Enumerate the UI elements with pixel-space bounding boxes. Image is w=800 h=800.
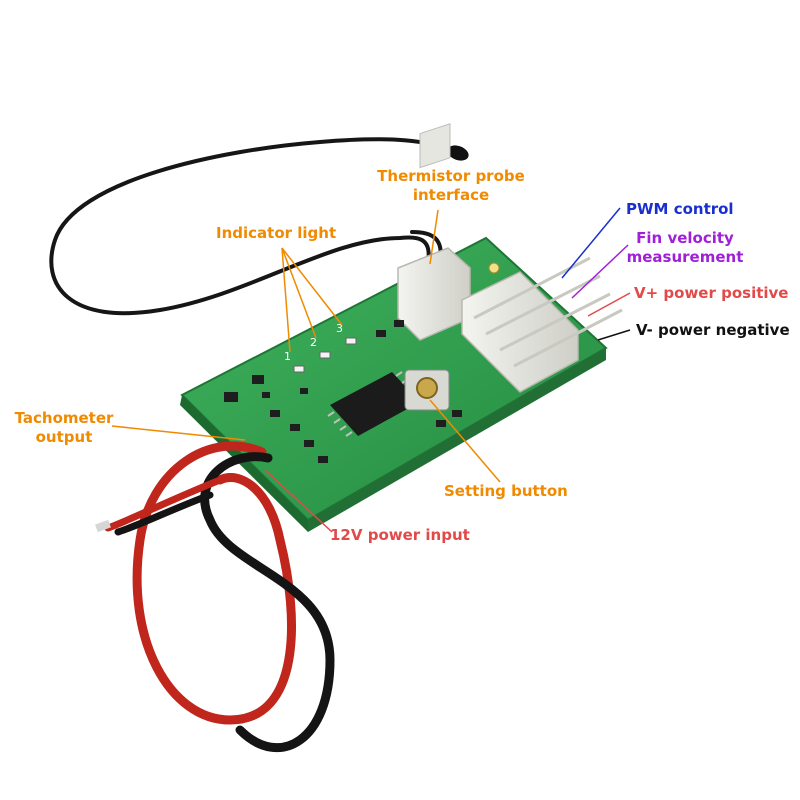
label-power-input: 12V power input (330, 526, 470, 544)
label-vplus: V+ power positive (634, 284, 789, 302)
led-1 (293, 365, 305, 373)
power-wire-red (132, 441, 296, 725)
label-tach-line1: Tachometer (14, 409, 114, 427)
label-thermistor-line1: Thermistor probe (377, 167, 525, 185)
line-indicator-2 (281, 247, 317, 339)
label-indicator-light: Indicator light (216, 224, 337, 242)
led-number-2: 2 (310, 336, 317, 349)
setting-button[interactable] (404, 369, 450, 411)
pcb-hole (488, 262, 500, 274)
label-fin-line1: Fin velocity (636, 229, 734, 247)
label-tachometer: Tachometer output (10, 409, 118, 447)
line-power (264, 469, 333, 533)
thermistor-connector (397, 123, 471, 341)
indicator-leds: 1 2 3 (284, 322, 357, 373)
power-wire-red-tail (104, 476, 224, 532)
led-3 (345, 337, 357, 345)
label-fin-line2: measurement (626, 248, 744, 266)
fan-header (461, 256, 623, 393)
wire-tip (95, 519, 111, 533)
led-2 (319, 351, 331, 359)
line-vplus (587, 292, 631, 317)
label-setting-button: Setting button (444, 482, 568, 500)
thermistor-cable (49, 137, 457, 316)
line-tach (111, 425, 246, 441)
line-indicator-1 (281, 247, 291, 353)
power-wire-black-tail (114, 491, 214, 536)
line-thermistor (429, 209, 439, 265)
label-thermistor-line2: interface (412, 186, 490, 204)
pcb-edge-2 (308, 348, 606, 532)
led-number-3: 3 (336, 322, 343, 335)
line-pwm (561, 207, 621, 279)
label-fin-velocity: Fin velocity measurement (622, 229, 748, 267)
pcb-edge (180, 395, 308, 532)
smd-components (224, 320, 462, 463)
line-vminus (597, 329, 631, 341)
callout-lines (111, 207, 631, 533)
led-number-1: 1 (284, 350, 291, 363)
power-wire-black (200, 452, 335, 753)
thermistor-bead (447, 145, 469, 161)
label-pwm-control: PWM control (626, 200, 734, 218)
line-setting (429, 399, 501, 483)
line-indicator-3 (281, 247, 343, 326)
label-tach-line2: output (35, 428, 93, 446)
label-vminus: V- power negative (636, 321, 790, 339)
line-fin (571, 244, 629, 299)
label-thermistor-probe: Thermistor probe interface (366, 167, 536, 205)
